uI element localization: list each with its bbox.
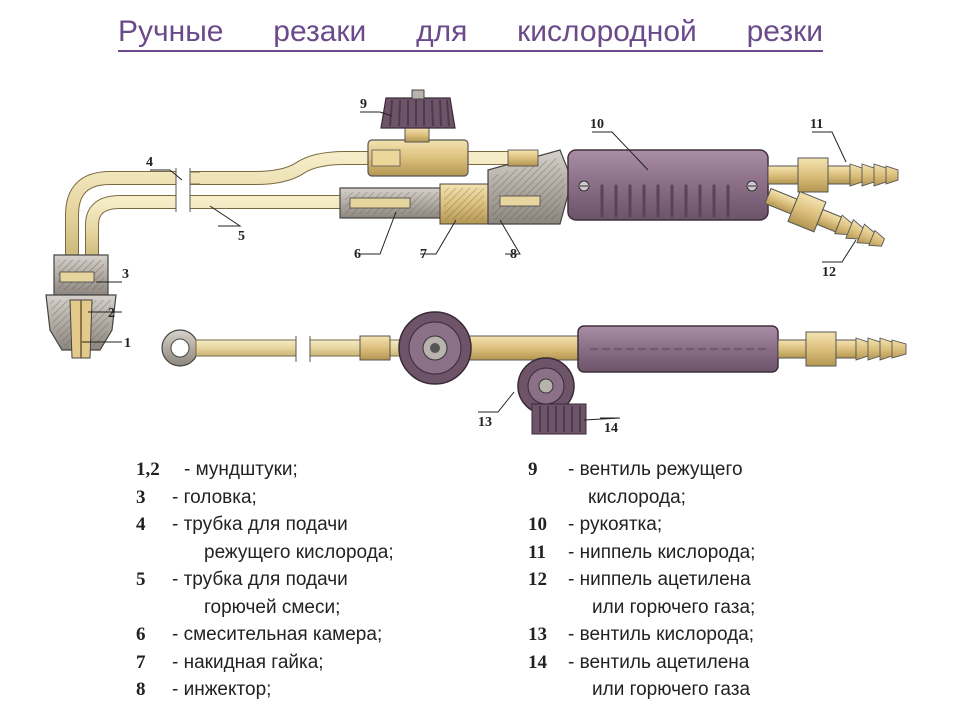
callout-10: 10: [590, 117, 604, 132]
legend-row: 1,2 - мундштуки;: [136, 456, 394, 484]
legend-row: 7 - накидная гайка;: [136, 649, 394, 677]
legend-text: - трубка для подачи: [172, 569, 348, 590]
top-torch: [45, 89, 899, 359]
bottom-torch: [161, 311, 907, 435]
acetylene-valve-knob: [517, 357, 587, 435]
callout-2: 2: [108, 306, 115, 321]
legend-number: [528, 484, 588, 512]
legend-number: [136, 539, 204, 567]
legend-text: кислорода;: [588, 486, 686, 508]
callout-11: 11: [810, 117, 823, 132]
legend-text: - мундштуки;: [184, 459, 298, 480]
legend-row: 6 - смесительная камера;: [136, 621, 394, 649]
legend-row: 14 - вентиль ацетилена: [528, 649, 755, 677]
callout-7: 7: [420, 247, 427, 262]
callout-4: 4: [146, 155, 153, 170]
legend-text: - головка;: [172, 486, 257, 508]
callout-12: 12: [822, 265, 836, 280]
acetylene-nipple: [764, 187, 886, 247]
legend-number: [136, 594, 204, 622]
legend-row: 5 - трубка для подачи: [136, 566, 394, 594]
legend-number: 14: [528, 651, 547, 673]
legend-row: 9 - вентиль режущего: [528, 456, 755, 484]
legend-text: - вентиль кислорода;: [568, 624, 755, 645]
legend-text: - инжектор;: [172, 679, 272, 700]
callout-6: 6: [354, 247, 361, 262]
legend-number: [528, 594, 592, 622]
torch-handle: [567, 149, 769, 221]
leader-lines: [82, 111, 857, 421]
callout-3: 3: [122, 267, 129, 282]
legend-row: 8 - инжектор;: [136, 676, 394, 704]
legend-row: 11 - ниппель кислорода;: [528, 539, 755, 567]
legend-row: горючей смеси;: [136, 594, 394, 622]
oxygen-valve-knob: [398, 311, 472, 385]
legend-text: - смесительная камера;: [172, 624, 383, 645]
callout-9: 9: [360, 97, 367, 112]
callout-1: 1: [124, 336, 131, 351]
title-word: резаки: [273, 15, 367, 48]
legend-text: или горючего газа: [592, 679, 751, 700]
legend-number: 10: [528, 514, 547, 535]
legend-right: 9 - вентиль режущего кислорода; 10 - рукоя…: [528, 456, 755, 704]
legend-row: или горючего газа: [528, 676, 755, 704]
legend-left: 1,2 - мундштуки; 3 - головка; 4 - трубка дл…: [136, 456, 394, 704]
title-word: для: [416, 15, 468, 48]
legend-row: или горючего газа;: [528, 594, 755, 622]
legend-text: - вентиль режущего: [568, 459, 743, 480]
legend-number: 4: [136, 514, 146, 535]
callout-14: 14: [604, 421, 618, 436]
mixing-chamber: [339, 149, 573, 225]
legend-number: 13: [528, 624, 547, 645]
legend-row: 10 - рукоятка;: [528, 511, 755, 539]
legend-number: 8: [136, 679, 146, 700]
legend-text: - ниппель кислорода;: [568, 541, 756, 563]
callout-5: 5: [238, 229, 245, 244]
legend-number: 1,2: [136, 459, 160, 480]
title-word: резки: [746, 15, 823, 48]
torch-head: [53, 254, 109, 296]
cutting-torch-diagram: 1 2 3 4 5 6 7 8 9 10 11 12 13 14: [45, 89, 907, 436]
callout-8: 8: [510, 247, 517, 262]
legend-number: [528, 676, 592, 704]
legend-text: или горючего газа;: [592, 596, 756, 618]
torch-nozzles: [45, 294, 117, 359]
legend-text: - вентиль ацетилена: [568, 651, 750, 673]
title-word: кислородной: [517, 15, 697, 48]
legend-text: - рукоятка;: [568, 514, 663, 535]
legend-number: 11: [528, 541, 546, 563]
legend-text: режущего кислорода;: [204, 541, 394, 563]
legend-row: кислорода;: [528, 484, 755, 512]
title-word: Ручные: [118, 15, 224, 48]
legend-text: горючей смеси;: [204, 596, 341, 618]
legend-row: 13 - вентиль кислорода;: [528, 621, 755, 649]
legend-row: 12 - ниппель ацетилена: [528, 566, 755, 594]
legend-text: - накидная гайка;: [172, 651, 324, 673]
legend-number: 3: [136, 486, 146, 508]
legend-row: 3 - головка;: [136, 484, 394, 512]
legend-number: 7: [136, 651, 146, 673]
oxygen-cutting-valve-knob: [380, 89, 456, 129]
legend-row: режущего кислорода;: [136, 539, 394, 567]
legend-number: 6: [136, 624, 146, 645]
mixture-tube: [85, 195, 360, 262]
legend-number: 9: [528, 459, 538, 480]
legend-row: 4 - трубка для подачи: [136, 511, 394, 539]
legend-text: - ниппель ацетилена: [568, 569, 751, 590]
legend-number: 12: [528, 569, 547, 590]
page-title: Ручные резаки для кислородной резки: [118, 14, 823, 52]
callout-13: 13: [478, 415, 492, 430]
legend-number: 5: [136, 569, 146, 590]
oxygen-nipple: [767, 157, 899, 193]
legend-text: - трубка для подачи: [172, 514, 348, 535]
